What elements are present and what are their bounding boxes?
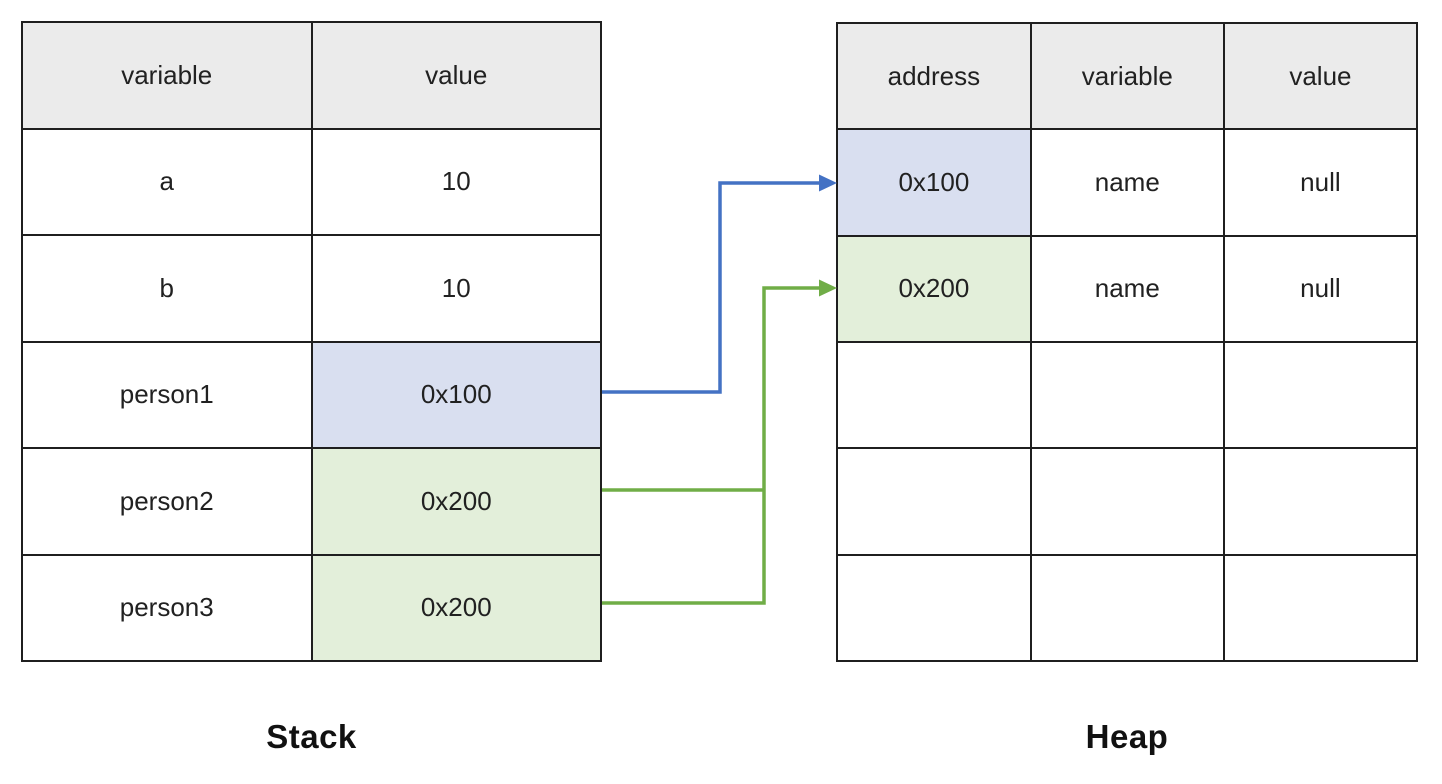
table-row: a 10 — [21, 127, 602, 236]
heap-cell-value-empty — [1222, 553, 1419, 663]
heap-cell-variable: name — [1029, 234, 1225, 343]
table-row — [836, 553, 1419, 663]
arrow-person3-to-0x200 — [602, 279, 837, 605]
arrow-line-blue — [602, 181, 821, 394]
heap-header-variable: variable — [1029, 21, 1225, 131]
heap-cell-address-empty — [836, 447, 1032, 556]
arrowhead-green — [819, 279, 837, 297]
arrowhead-blue — [819, 174, 837, 192]
heap-cell-variable-empty — [1029, 553, 1225, 663]
stack-cell-value: 10 — [310, 127, 602, 236]
stack-cell-variable: b — [21, 234, 313, 343]
stack-header-row: variable value — [21, 21, 602, 130]
stack-cell-value-highlight-blue: 0x100 — [310, 340, 602, 449]
heap-caption: Heap — [1085, 718, 1169, 755]
heap-cell-value: null — [1222, 234, 1419, 343]
heap-cell-value-empty — [1222, 447, 1419, 556]
table-row: b 10 — [21, 234, 602, 343]
stack-table: variable value a 10 b 10 person1 0x100 p… — [21, 21, 602, 662]
heap-cell-value-empty — [1222, 340, 1419, 450]
stack-cell-variable: a — [21, 127, 313, 236]
heap-header-value: value — [1222, 21, 1419, 131]
stack-header-variable: variable — [21, 21, 313, 130]
heap-cell-variable-empty — [1029, 447, 1225, 556]
table-row — [836, 340, 1419, 450]
heap-cell-address-empty — [836, 553, 1032, 663]
table-row: 0x100 name null — [836, 128, 1419, 237]
stack-caption: Stack — [266, 718, 357, 755]
table-row: person2 0x200 — [21, 447, 602, 556]
arrow-line-green — [602, 286, 821, 605]
table-row: person3 0x200 — [21, 553, 602, 662]
heap-header-row: address variable value — [836, 21, 1419, 131]
stack-cell-variable: person3 — [21, 553, 313, 662]
stack-cell-variable: person2 — [21, 447, 313, 556]
heap-cell-variable: name — [1029, 128, 1225, 237]
heap-cell-address-empty — [836, 340, 1032, 450]
stack-cell-value-highlight-green: 0x200 — [310, 553, 602, 662]
stack-cell-value: 10 — [310, 234, 602, 343]
heap-cell-variable-empty — [1029, 340, 1225, 450]
stack-header-value: value — [310, 21, 602, 130]
arrow-person1-to-0x100 — [602, 174, 837, 394]
heap-header-address: address — [836, 21, 1032, 131]
stack-cell-value-highlight-green: 0x200 — [310, 447, 602, 556]
heap-table: address variable value 0x100 name null 0… — [836, 21, 1419, 663]
heap-cell-address-highlight-green: 0x200 — [836, 234, 1032, 343]
heap-cell-address-highlight-blue: 0x100 — [836, 128, 1032, 237]
table-row: 0x200 name null — [836, 234, 1419, 343]
table-row — [836, 447, 1419, 556]
stack-cell-variable: person1 — [21, 340, 313, 449]
table-row: person1 0x100 — [21, 340, 602, 449]
heap-cell-value: null — [1222, 128, 1419, 237]
